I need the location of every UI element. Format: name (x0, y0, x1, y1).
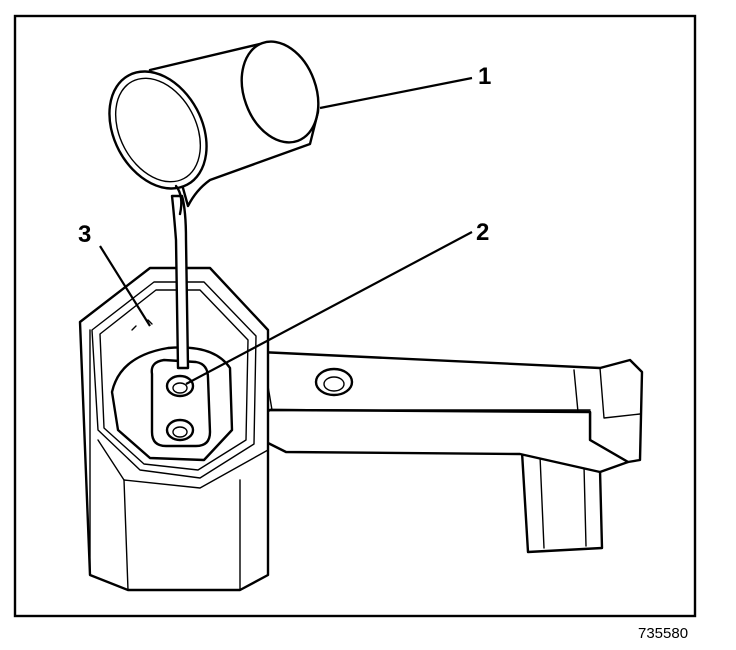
leader-line-3 (99, 245, 151, 327)
leader-line-2 (185, 231, 473, 385)
housing-body (78, 266, 270, 592)
compound-stream (170, 194, 190, 370)
callout-3: 3 (78, 221, 91, 248)
pouring-cup (108, 40, 320, 216)
callout-2: 2 (476, 219, 489, 246)
figure-id: 735580 (638, 625, 688, 642)
leader-line-1 (319, 76, 473, 110)
callout-1: 1 (478, 63, 491, 90)
bracket-arm (230, 350, 644, 554)
